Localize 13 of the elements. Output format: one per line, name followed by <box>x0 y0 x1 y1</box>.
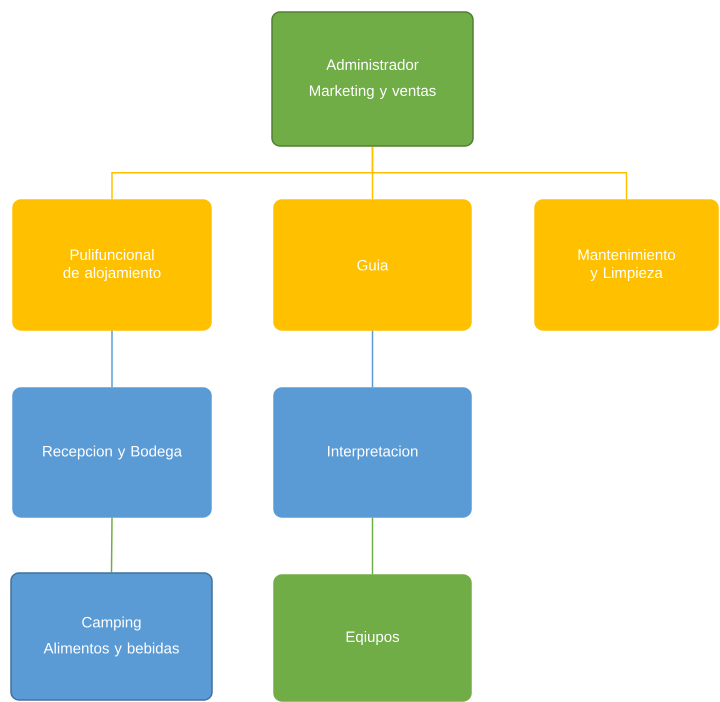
connector-line <box>110 518 113 572</box>
org-box: Pulifuncional de alojamiento <box>12 199 212 331</box>
org-box: Interpretacion <box>273 387 472 518</box>
org-box: Recepcion y Bodega <box>12 387 212 518</box>
connector-line <box>372 518 374 574</box>
connector-line <box>372 330 374 388</box>
connector-line <box>111 330 113 388</box>
org-box: Administrador Marketing y ventas <box>271 11 474 147</box>
org-box: Mantenimiento y Limpieza <box>534 199 719 331</box>
org-box: Guia <box>273 199 472 331</box>
org-box: Eqiupos <box>273 574 472 702</box>
connector-line <box>372 146 628 200</box>
org-box: Camping Alimentos y bebidas <box>10 572 213 701</box>
